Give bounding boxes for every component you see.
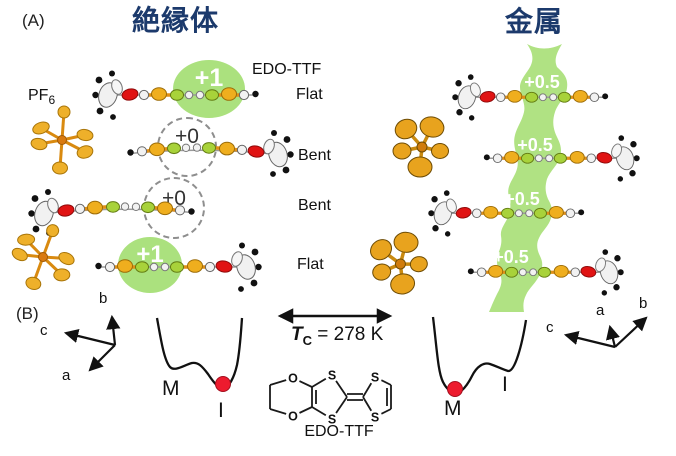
edo-ttf-top-label: EDO-TTF: [252, 61, 322, 78]
transition-temperature: TC = 278 K: [291, 324, 384, 348]
atom-s-bottom-left: S: [328, 413, 336, 427]
metal-title: 金属: [505, 6, 564, 37]
edo-ttf-molecule-bent-1: [125, 128, 296, 179]
pf6-label-base: PF: [28, 87, 49, 104]
charge-label-2: +0: [175, 125, 199, 148]
axis-c-label-left: c: [40, 322, 48, 339]
axis-c-label-right: c: [546, 319, 554, 336]
atom-o-bottom: O: [288, 410, 298, 424]
edo-ttf-structure-caption: EDO-TTF: [304, 423, 374, 440]
charge-label-1: +1: [194, 64, 224, 92]
tc-symbol: T: [291, 324, 303, 345]
atom-s-bottom-right: S: [371, 411, 379, 425]
well-right-insulator-label: I: [502, 373, 508, 396]
panel-b-tag: (B): [16, 304, 39, 323]
row-shape-label-4: Flat: [297, 256, 324, 273]
atom-s-top-right: S: [371, 371, 379, 385]
atom-o-top: O: [288, 372, 298, 386]
edo-ttf-molecule-flat-2: [93, 240, 264, 294]
pf6-anion-right-1: [390, 112, 451, 179]
pf6-anion-right-2: [362, 224, 435, 302]
tc-value: = 278 K: [312, 324, 384, 345]
pf6-label-sub: 6: [48, 93, 56, 108]
axis-b-label-left: b: [99, 290, 108, 307]
potential-left: [155, 317, 244, 392]
row-shape-label-2: Bent: [298, 147, 331, 164]
axis-a-label-left: a: [62, 367, 71, 384]
axis-b-label-right: b: [639, 295, 648, 312]
edo-ttf-molecule-metal-4: [466, 247, 626, 298]
tc-subscript: C: [302, 332, 312, 348]
panel-a-tag: (A): [22, 11, 45, 30]
metal-charge-label-3: +0.5: [504, 189, 540, 209]
metal-charge-label-2: +0.5: [517, 135, 553, 155]
well-left-insulator-label: I: [218, 399, 224, 422]
edo-ttf-molecule-metal-2: [482, 133, 642, 184]
potential-right: [431, 316, 528, 397]
row-shape-label-1: Flat: [296, 86, 323, 103]
state-dot-metal: [447, 381, 463, 397]
well-left-metal-label: M: [162, 377, 180, 400]
edo-ttf-molecule-metal-3: [426, 188, 586, 239]
edo-ttf-molecule-flat-1: [90, 68, 261, 122]
insulator-title: 絶縁体: [132, 5, 220, 36]
well-right-metal-label: M: [444, 397, 462, 420]
row-shape-label-3: Bent: [298, 197, 331, 214]
metal-charge-label-1: +0.5: [524, 72, 560, 92]
atom-s-top-left: S: [328, 369, 336, 383]
pf6-anion-left-1: [28, 104, 96, 176]
edo-ttf-structure: O O S S S S: [269, 367, 392, 427]
axis-a-label-right: a: [596, 302, 605, 319]
state-dot-insulator: [215, 376, 231, 392]
axes-right: [563, 316, 648, 349]
metal-charge-label-4: +0.5: [493, 247, 529, 267]
axes-left: [63, 314, 121, 372]
pf6-label: PF6: [28, 87, 55, 107]
transition-arrow: [277, 308, 393, 324]
edo-ttf-molecule-metal-1: [450, 72, 610, 123]
